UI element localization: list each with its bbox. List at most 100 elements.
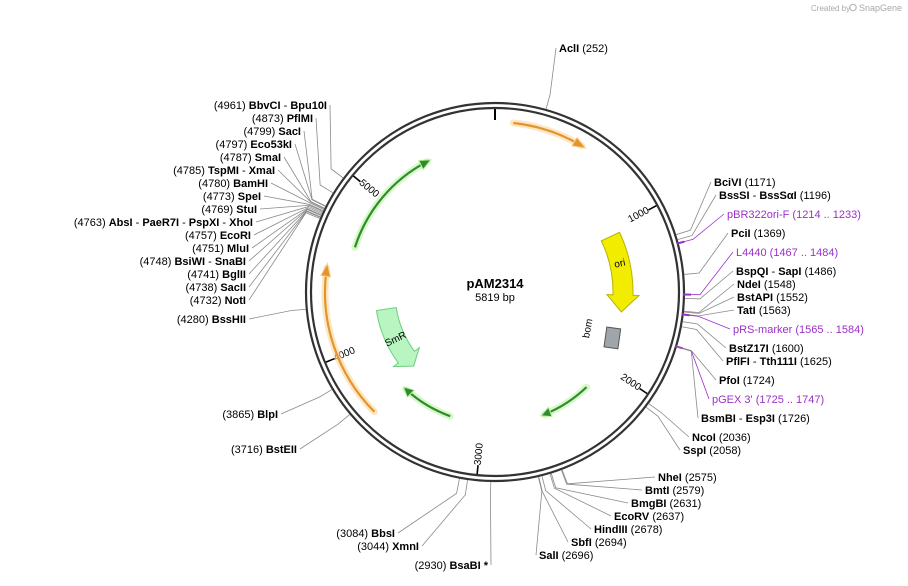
site-bsteii[interactable]: (3716) BstEII — [231, 444, 297, 456]
site-coord: (1548) — [764, 279, 796, 291]
site-pfoi[interactable]: PfoI (1724) — [719, 375, 775, 387]
site-eco53ki[interactable]: (4797) Eco53kI — [216, 139, 292, 151]
leader-line — [676, 346, 717, 381]
site-name-extra: BssSαI — [759, 190, 796, 202]
site-ecorv[interactable]: EcoRV (2637) — [614, 511, 684, 523]
site-name: BspQI — [736, 266, 768, 278]
leader-line — [545, 47, 557, 110]
site-name-extra: Tth111I — [760, 356, 797, 368]
site-mlui[interactable]: (4751) MluI — [192, 243, 249, 255]
site-ncoi[interactable]: NcoI (2036) — [692, 432, 751, 444]
site-bmti[interactable]: BmtI (2579) — [645, 485, 704, 497]
site-coord: (2678) — [631, 524, 663, 536]
site-coord: (4751) — [192, 243, 224, 255]
site-bsshii[interactable]: (4280) BssHII — [177, 314, 246, 326]
site-name: BsmBI — [701, 413, 736, 425]
leader-line — [538, 476, 569, 543]
site-label: (4769) StuI — [201, 204, 257, 216]
site-ecori[interactable]: (4757) EcoRI — [185, 230, 251, 242]
primer-mark-icon — [676, 240, 685, 245]
site-label: BmgBI (2631) — [631, 498, 701, 510]
site-label: (4785) TspMI - XmaI — [173, 165, 275, 177]
site-name-extra: Bpu10I — [290, 100, 327, 112]
site-bmgbi[interactable]: BmgBI (2631) — [631, 498, 701, 510]
site-smai[interactable]: (4787) SmaI — [220, 152, 281, 164]
site-bspqi[interactable]: BspQI - SapI (1486) — [736, 266, 836, 278]
site-tati[interactable]: TatI (1563) — [737, 305, 791, 317]
site-pflfi[interactable]: PflFI - Tth111I (1625) — [726, 356, 832, 368]
tick-mark — [325, 357, 335, 363]
tick-label: 5000 — [357, 178, 382, 201]
site-name: AbsI — [109, 217, 133, 229]
site-prs-marker[interactable]: pRS-marker (1565 .. 1584) — [733, 324, 864, 336]
site-name: SpeI — [238, 191, 261, 203]
site-hindiii[interactable]: HindIII (2678) — [594, 524, 662, 536]
credit-prefix: Created by — [811, 4, 850, 13]
leader-line — [676, 346, 699, 419]
site-bsabi[interactable]: (2930) BsaBI * — [415, 560, 489, 572]
site-coord: (3716) — [231, 444, 263, 456]
site-noti[interactable]: (4732) NotI — [190, 295, 246, 307]
leader-line — [294, 143, 326, 207]
leader-line — [259, 204, 324, 212]
site-name: SacII — [220, 282, 246, 294]
leader-line — [251, 208, 322, 249]
site-bbsi[interactable]: (3084) BbsI — [336, 528, 395, 540]
site-pgex-3[interactable]: pGEX 3' (1725 .. 1747) — [712, 394, 824, 406]
site-coord: (1214 .. 1233) — [792, 209, 861, 221]
ori-shape — [600, 231, 641, 313]
site-pflmi[interactable]: (4873) PflMI — [252, 113, 313, 125]
site-bstz17i[interactable]: BstZ17I (1600) — [729, 343, 804, 355]
site-ndei[interactable]: NdeI (1548) — [737, 279, 796, 291]
site-coord: (4799) — [244, 126, 276, 138]
site-label: SspI (2058) — [683, 445, 741, 457]
site-bamhi[interactable]: (4780) BamHI — [198, 178, 268, 190]
site-label: BstZ17I (1600) — [729, 343, 804, 355]
site-saci[interactable]: (4799) SacI — [244, 126, 302, 138]
site-bstapi[interactable]: BstAPI (1552) — [737, 292, 808, 304]
site-acli[interactable]: AclI (252) — [559, 43, 608, 55]
plasmid-length: 5819 bp — [475, 292, 515, 304]
site-bglii[interactable]: (4741) BglII — [187, 269, 246, 281]
site-coord: (1625) — [800, 356, 832, 368]
leader-line — [648, 403, 690, 438]
leader-line — [329, 104, 344, 179]
site-pcii[interactable]: PciI (1369) — [731, 228, 785, 240]
site-coord: (4763) — [74, 217, 106, 229]
site-spei[interactable]: (4773) SpeI — [203, 191, 261, 203]
site-name-extra: SnaBI — [215, 256, 246, 268]
site-l4440[interactable]: L4440 (1467 .. 1484) — [736, 247, 838, 259]
site-blpi[interactable]: (3865) BlpI — [222, 409, 278, 421]
site-absi[interactable]: (4763) AbsI - PaeR7I - PspXI - XhoI — [74, 217, 253, 229]
site-bsmbi[interactable]: BsmBI - Esp3I (1726) — [701, 413, 810, 425]
leader-line — [248, 211, 321, 288]
site-stui[interactable]: (4769) StuI — [201, 204, 257, 216]
site-bcivi[interactable]: BciVI (1171) — [714, 177, 776, 189]
site-xmni[interactable]: (3044) XmnI — [357, 541, 419, 553]
site-sspi[interactable]: SspI (2058) — [683, 445, 741, 457]
backbone — [304, 101, 686, 483]
site-name: pGEX 3' — [712, 394, 753, 406]
site-bsssi[interactable]: BssSI - BssSαI (1196) — [719, 190, 831, 202]
site-sbfi[interactable]: SbfI (2694) — [571, 537, 627, 549]
smr — [375, 306, 421, 368]
site-label: SbfI (2694) — [571, 537, 627, 549]
tick-mark — [648, 205, 657, 211]
site-name: TatI — [737, 305, 756, 317]
orange-arrow-top — [509, 119, 587, 150]
site-coord: (2637) — [652, 511, 684, 523]
site-bbvci[interactable]: (4961) BbvCI - Bpu10I — [214, 100, 327, 112]
site-nhei[interactable]: NheI (2575) — [658, 472, 717, 484]
site-bsiwi[interactable]: (4748) BsiWI - SnaBI — [140, 256, 246, 268]
site-sacii[interactable]: (4738) SacII — [185, 282, 246, 294]
leader-line — [283, 156, 325, 209]
site-pbr322ori-f[interactable]: pBR322ori-F (1214 .. 1233) — [727, 209, 861, 221]
site-tspmi[interactable]: (4785) TspMI - XmaI — [173, 165, 275, 177]
site-leaders — [248, 47, 735, 566]
site-sali[interactable]: SalI (2696) — [539, 550, 593, 562]
site-label: (4799) SacI — [244, 126, 302, 138]
credit: Created by SnapGene — [811, 3, 902, 13]
site-name: BbsI — [371, 528, 395, 540]
